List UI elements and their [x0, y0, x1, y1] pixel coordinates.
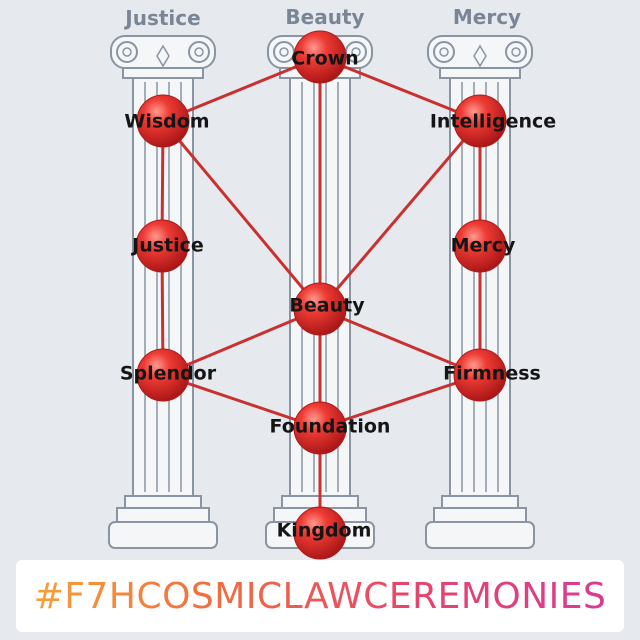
node-beauty: Beauty [289, 283, 365, 335]
node-label: Justice [130, 235, 204, 257]
hashtag-banner: #F7HCOSMICLAWCEREMONIES [16, 560, 624, 632]
node-label: Intelligence [430, 111, 556, 133]
node-label: Splendor [120, 363, 217, 385]
node-intelligence: Intelligence [430, 95, 556, 147]
node-label: Kingdom [277, 520, 372, 542]
node-label: Wisdom [124, 111, 209, 133]
node-label: Beauty [289, 295, 365, 317]
pillar-title-middle: Beauty [285, 5, 364, 29]
node-label: Crown [291, 48, 358, 70]
node-label: Mercy [451, 235, 516, 257]
pillar-title-right: Mercy [453, 5, 521, 29]
hashtag-text: #F7HCOSMICLAWCEREMONIES [34, 576, 607, 617]
node-label: Firmness [443, 363, 541, 385]
pillar-title-left: Justice [123, 6, 200, 30]
node-label: Foundation [270, 416, 391, 438]
